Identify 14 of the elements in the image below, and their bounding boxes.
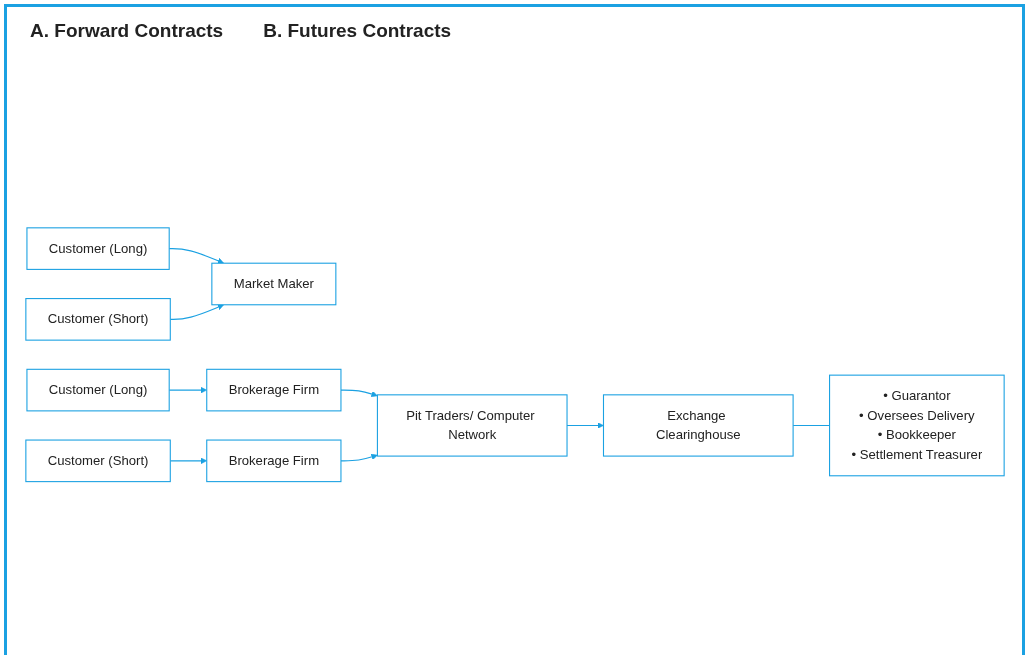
node-box: Brokerage Firm <box>206 439 342 483</box>
node-box: Customer (Long) <box>26 369 170 412</box>
node-box: Exchange Clearinghouse <box>602 394 794 457</box>
node-box: Customer (Short) <box>25 439 171 483</box>
node-box: Brokerage Firm <box>206 369 342 412</box>
node-box: Market Maker <box>211 262 337 306</box>
node-box: Customer (Short) <box>25 298 171 341</box>
arrow <box>340 389 378 398</box>
node-box: Customer (Long) <box>26 227 170 271</box>
arrow <box>340 454 378 462</box>
node-box: Pit Traders/ Computer Network <box>376 394 568 457</box>
section-heading: B. Futures Contracts <box>263 20 452 42</box>
section-heading: A. Forward Contracts <box>30 20 224 42</box>
node-box: • Guarantor • Oversees Delivery • Bookkeeper • Settlement Treasurer <box>829 374 1005 477</box>
